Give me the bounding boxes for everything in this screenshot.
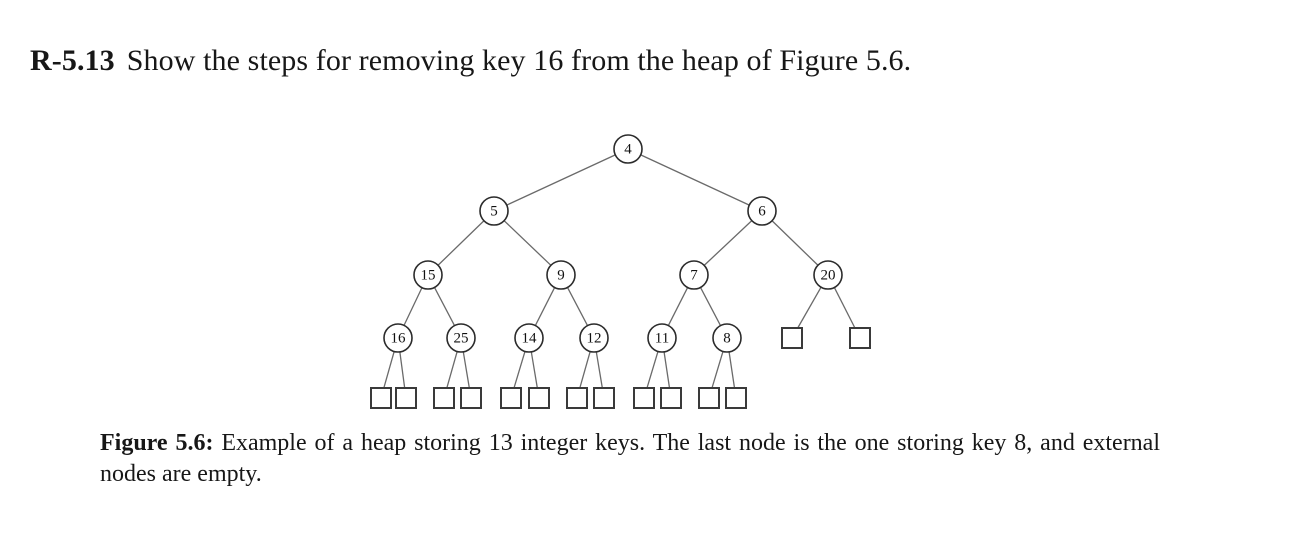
heap-node-key: 20 bbox=[821, 268, 836, 284]
tree-edge bbox=[433, 287, 456, 326]
figure-caption-label: Figure 5.6: bbox=[100, 430, 214, 456]
heap-node: 16 bbox=[383, 323, 413, 353]
heap-node-key: 12 bbox=[587, 331, 602, 347]
heap-node-circle bbox=[479, 196, 509, 226]
tree-edge bbox=[699, 287, 722, 326]
external-node bbox=[725, 387, 747, 409]
heap-node-circle bbox=[446, 323, 476, 353]
heap-node-key: 8 bbox=[723, 331, 731, 347]
external-node bbox=[460, 387, 482, 409]
exercise-statement: R-5.13 Show the steps for removing key 16… bbox=[30, 42, 1280, 80]
external-node bbox=[500, 387, 522, 409]
external-node bbox=[698, 387, 720, 409]
tree-edge bbox=[383, 351, 395, 389]
external-node bbox=[433, 387, 455, 409]
heap-node: 6 bbox=[747, 196, 777, 226]
tree-edge bbox=[446, 351, 458, 389]
tree-edge bbox=[728, 351, 736, 389]
heap-node-circle bbox=[747, 196, 777, 226]
tree-edge bbox=[595, 351, 603, 389]
heap-node: 7 bbox=[679, 260, 709, 290]
internal-node-layer: 4 5 6 15 9 7 20 16 25 14 12 11 8 bbox=[383, 134, 843, 353]
tree-edge bbox=[833, 287, 856, 329]
external-node bbox=[660, 387, 682, 409]
heap-node-circle bbox=[712, 323, 742, 353]
tree-edge bbox=[530, 351, 538, 389]
tree-edge bbox=[703, 220, 753, 266]
heap-node: 5 bbox=[479, 196, 509, 226]
external-node bbox=[528, 387, 550, 409]
heap-node: 8 bbox=[712, 323, 742, 353]
external-node bbox=[849, 327, 871, 349]
heap-figure: 4 5 6 15 9 7 20 16 25 14 12 11 8 bbox=[0, 110, 1302, 420]
tree-edge bbox=[566, 287, 589, 326]
heap-node: 9 bbox=[546, 260, 576, 290]
heap-node-circle bbox=[413, 260, 443, 290]
heap-node-key: 9 bbox=[557, 268, 565, 284]
heap-node-circle bbox=[647, 323, 677, 353]
heap-node-circle bbox=[613, 134, 643, 164]
tree-edge bbox=[399, 351, 406, 389]
heap-node: 11 bbox=[647, 323, 677, 353]
tree-edge bbox=[513, 351, 526, 389]
tree-edge bbox=[403, 287, 423, 326]
heap-node-key: 4 bbox=[624, 142, 632, 158]
heap-node-key: 6 bbox=[758, 204, 766, 220]
tree-edge-layer bbox=[383, 154, 856, 389]
tree-edge bbox=[579, 351, 591, 389]
heap-node-key: 16 bbox=[391, 331, 407, 347]
external-node bbox=[593, 387, 615, 409]
external-node-layer bbox=[370, 327, 871, 409]
heap-node-key: 25 bbox=[454, 331, 469, 347]
tree-edge bbox=[667, 287, 689, 326]
external-node bbox=[781, 327, 803, 349]
heap-node-circle bbox=[383, 323, 413, 353]
heap-tree-diagram: 4 5 6 15 9 7 20 16 25 14 12 11 8 bbox=[370, 134, 871, 409]
tree-edge bbox=[640, 154, 750, 206]
heap-node-circle bbox=[813, 260, 843, 290]
exercise-id: R-5.13 bbox=[30, 44, 115, 77]
heap-node-key: 15 bbox=[421, 268, 436, 284]
tree-edge bbox=[711, 351, 724, 389]
heap-node: 4 bbox=[613, 134, 643, 164]
exercise-text: Show the steps for removing key 16 from … bbox=[126, 44, 912, 77]
tree-edge bbox=[534, 287, 556, 326]
heap-node-key: 5 bbox=[490, 204, 498, 220]
external-node bbox=[370, 387, 392, 409]
heap-node: 14 bbox=[514, 323, 544, 353]
heap-node-circle bbox=[514, 323, 544, 353]
external-node bbox=[633, 387, 655, 409]
tree-edge bbox=[771, 220, 819, 266]
heap-node: 25 bbox=[446, 323, 476, 353]
tree-edge bbox=[506, 154, 616, 206]
heap-node: 15 bbox=[413, 260, 443, 290]
heap-node-circle bbox=[546, 260, 576, 290]
heap-node: 12 bbox=[579, 323, 609, 353]
heap-node: 20 bbox=[813, 260, 843, 290]
tree-edge bbox=[503, 220, 552, 266]
tree-edge bbox=[663, 351, 671, 389]
heap-node-key: 14 bbox=[522, 331, 538, 347]
heap-node-key: 11 bbox=[655, 331, 669, 347]
heap-node-key: 7 bbox=[690, 268, 698, 284]
tree-edge bbox=[797, 286, 822, 329]
figure-caption: Figure 5.6: Example of a heap storing 13… bbox=[100, 428, 1160, 490]
heap-node-circle bbox=[579, 323, 609, 353]
tree-edge bbox=[437, 220, 485, 266]
tree-edge bbox=[646, 351, 659, 389]
external-node bbox=[395, 387, 417, 409]
figure-caption-text: Example of a heap storing 13 integer key… bbox=[100, 430, 1160, 487]
heap-node-circle bbox=[679, 260, 709, 290]
tree-edge bbox=[462, 351, 470, 389]
external-node bbox=[566, 387, 588, 409]
